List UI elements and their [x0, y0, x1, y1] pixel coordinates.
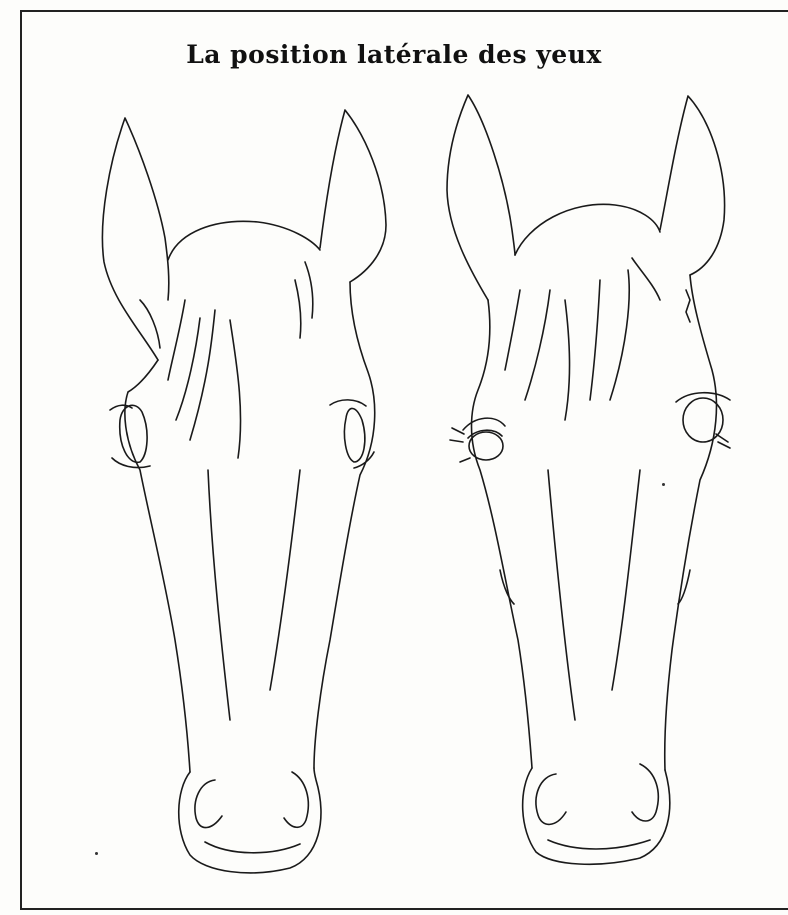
right-horse-head	[447, 95, 730, 864]
left-horse-left-ear-inner	[140, 300, 160, 348]
right-horse-forehead-mark	[686, 290, 690, 322]
right-horse-forelock	[505, 204, 660, 420]
right-horse-mouth	[548, 840, 650, 849]
left-horse-right-cheek	[314, 282, 375, 768]
right-horse-left-cheek	[472, 300, 533, 768]
right-horse-right-ear	[660, 96, 725, 275]
right-horse-left-eye	[469, 432, 503, 460]
right-horse-muzzle	[523, 768, 670, 864]
right-horse-nose-line	[500, 470, 690, 720]
right-horse-right-cheek	[665, 275, 717, 770]
left-horse-left-nostril	[195, 780, 222, 828]
left-horse-head	[102, 110, 386, 873]
right-horse-right-nostril	[632, 764, 658, 821]
left-horse-forelock	[168, 221, 320, 458]
left-horse-right-nostril	[284, 772, 308, 827]
left-horse-nose-line	[208, 470, 300, 720]
left-horse-left-cheek	[125, 360, 190, 772]
left-horse-right-ear	[320, 110, 386, 282]
left-horse-right-eye	[344, 408, 364, 462]
right-horse-left-ear	[447, 95, 515, 300]
right-horse-left-nostril	[536, 774, 566, 824]
left-horse-left-ear	[102, 118, 168, 360]
ink-speck	[95, 852, 98, 855]
left-horse-mouth	[205, 842, 300, 853]
right-horse-right-eyelid	[676, 393, 730, 448]
left-horse-muzzle	[179, 768, 321, 873]
ink-speck	[662, 483, 665, 486]
right-horse-left-eyelid	[450, 418, 505, 462]
